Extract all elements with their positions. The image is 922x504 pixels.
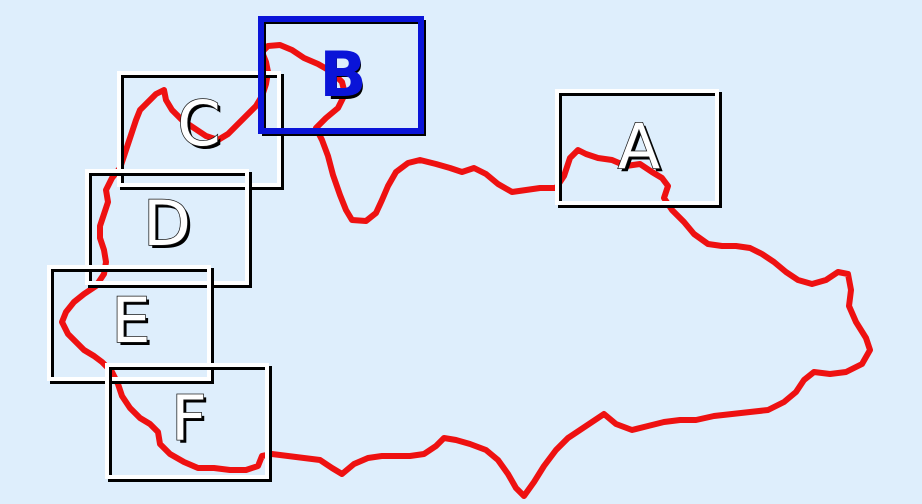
marker-a-box-shadow: [558, 92, 722, 208]
marker-d-label-shadow: D: [146, 190, 194, 263]
marker-b-box[interactable]: [258, 16, 424, 134]
marker-b-label-shadow: B: [325, 41, 368, 114]
marker-e-box-shadow: [50, 268, 214, 384]
marker-b-label: B: [319, 38, 366, 111]
marker-d-box-shadow: [88, 172, 252, 288]
marker-f-label: F: [171, 382, 207, 455]
marker-e-box[interactable]: [47, 265, 211, 381]
marker-e-label: E: [111, 284, 150, 357]
marker-f-label-shadow: F: [174, 385, 210, 458]
marker-c-label-shadow: C: [180, 90, 223, 163]
marker-d-label: D: [143, 187, 191, 260]
marker-a-label: A: [618, 110, 660, 183]
marker-a-box[interactable]: [555, 89, 719, 205]
marker-a-label-shadow: A: [621, 113, 663, 186]
marker-f-box-shadow: [108, 366, 272, 482]
marker-f-box[interactable]: [105, 363, 269, 479]
marker-c-label: C: [177, 87, 220, 160]
route-outline: [59, 42, 873, 499]
marker-d-box[interactable]: [85, 169, 249, 285]
marker-e-label-shadow: E: [114, 287, 153, 360]
